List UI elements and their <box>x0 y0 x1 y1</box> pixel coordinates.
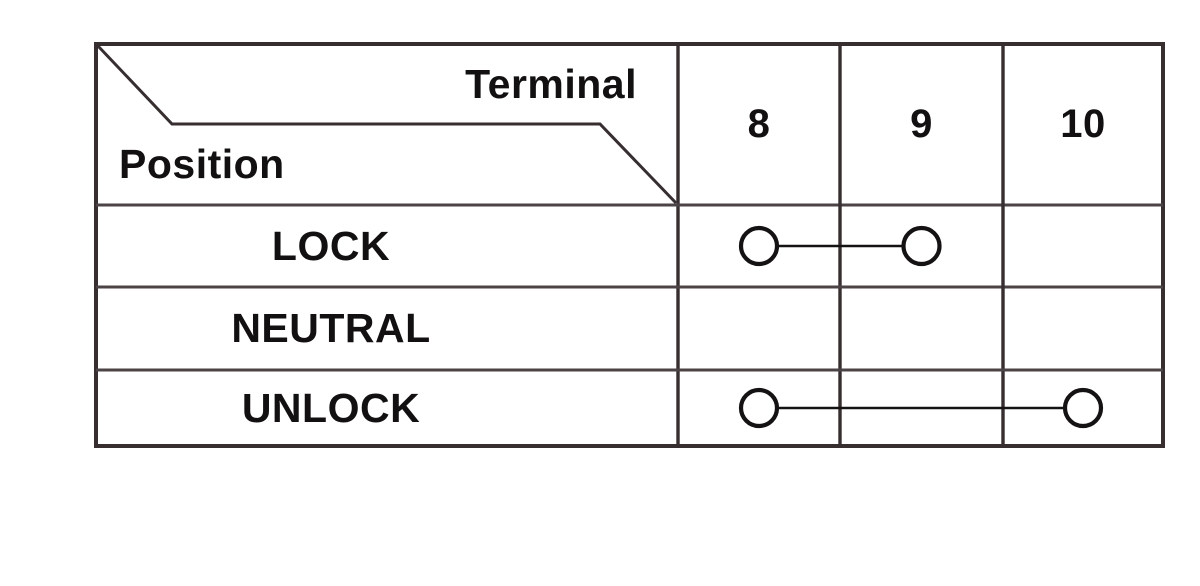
connection-unlock <box>738 387 1104 429</box>
position-row-label: UNLOCK <box>241 384 421 431</box>
terminal-header: 8 <box>747 102 771 146</box>
continuity-connections-layer <box>738 225 1104 429</box>
table-grid-lines <box>94 42 1165 448</box>
terminal-header: 9 <box>910 102 933 146</box>
position-row-label: LOCK <box>271 222 391 269</box>
corner-terminal-label: Terminal <box>465 61 637 107</box>
connection-lock <box>738 225 942 267</box>
corner-position-label: Position <box>119 141 285 187</box>
terminal-header: 10 <box>1060 102 1106 146</box>
position-row-label: NEUTRAL <box>231 305 431 351</box>
corner-diagonal-divider <box>96 44 678 205</box>
